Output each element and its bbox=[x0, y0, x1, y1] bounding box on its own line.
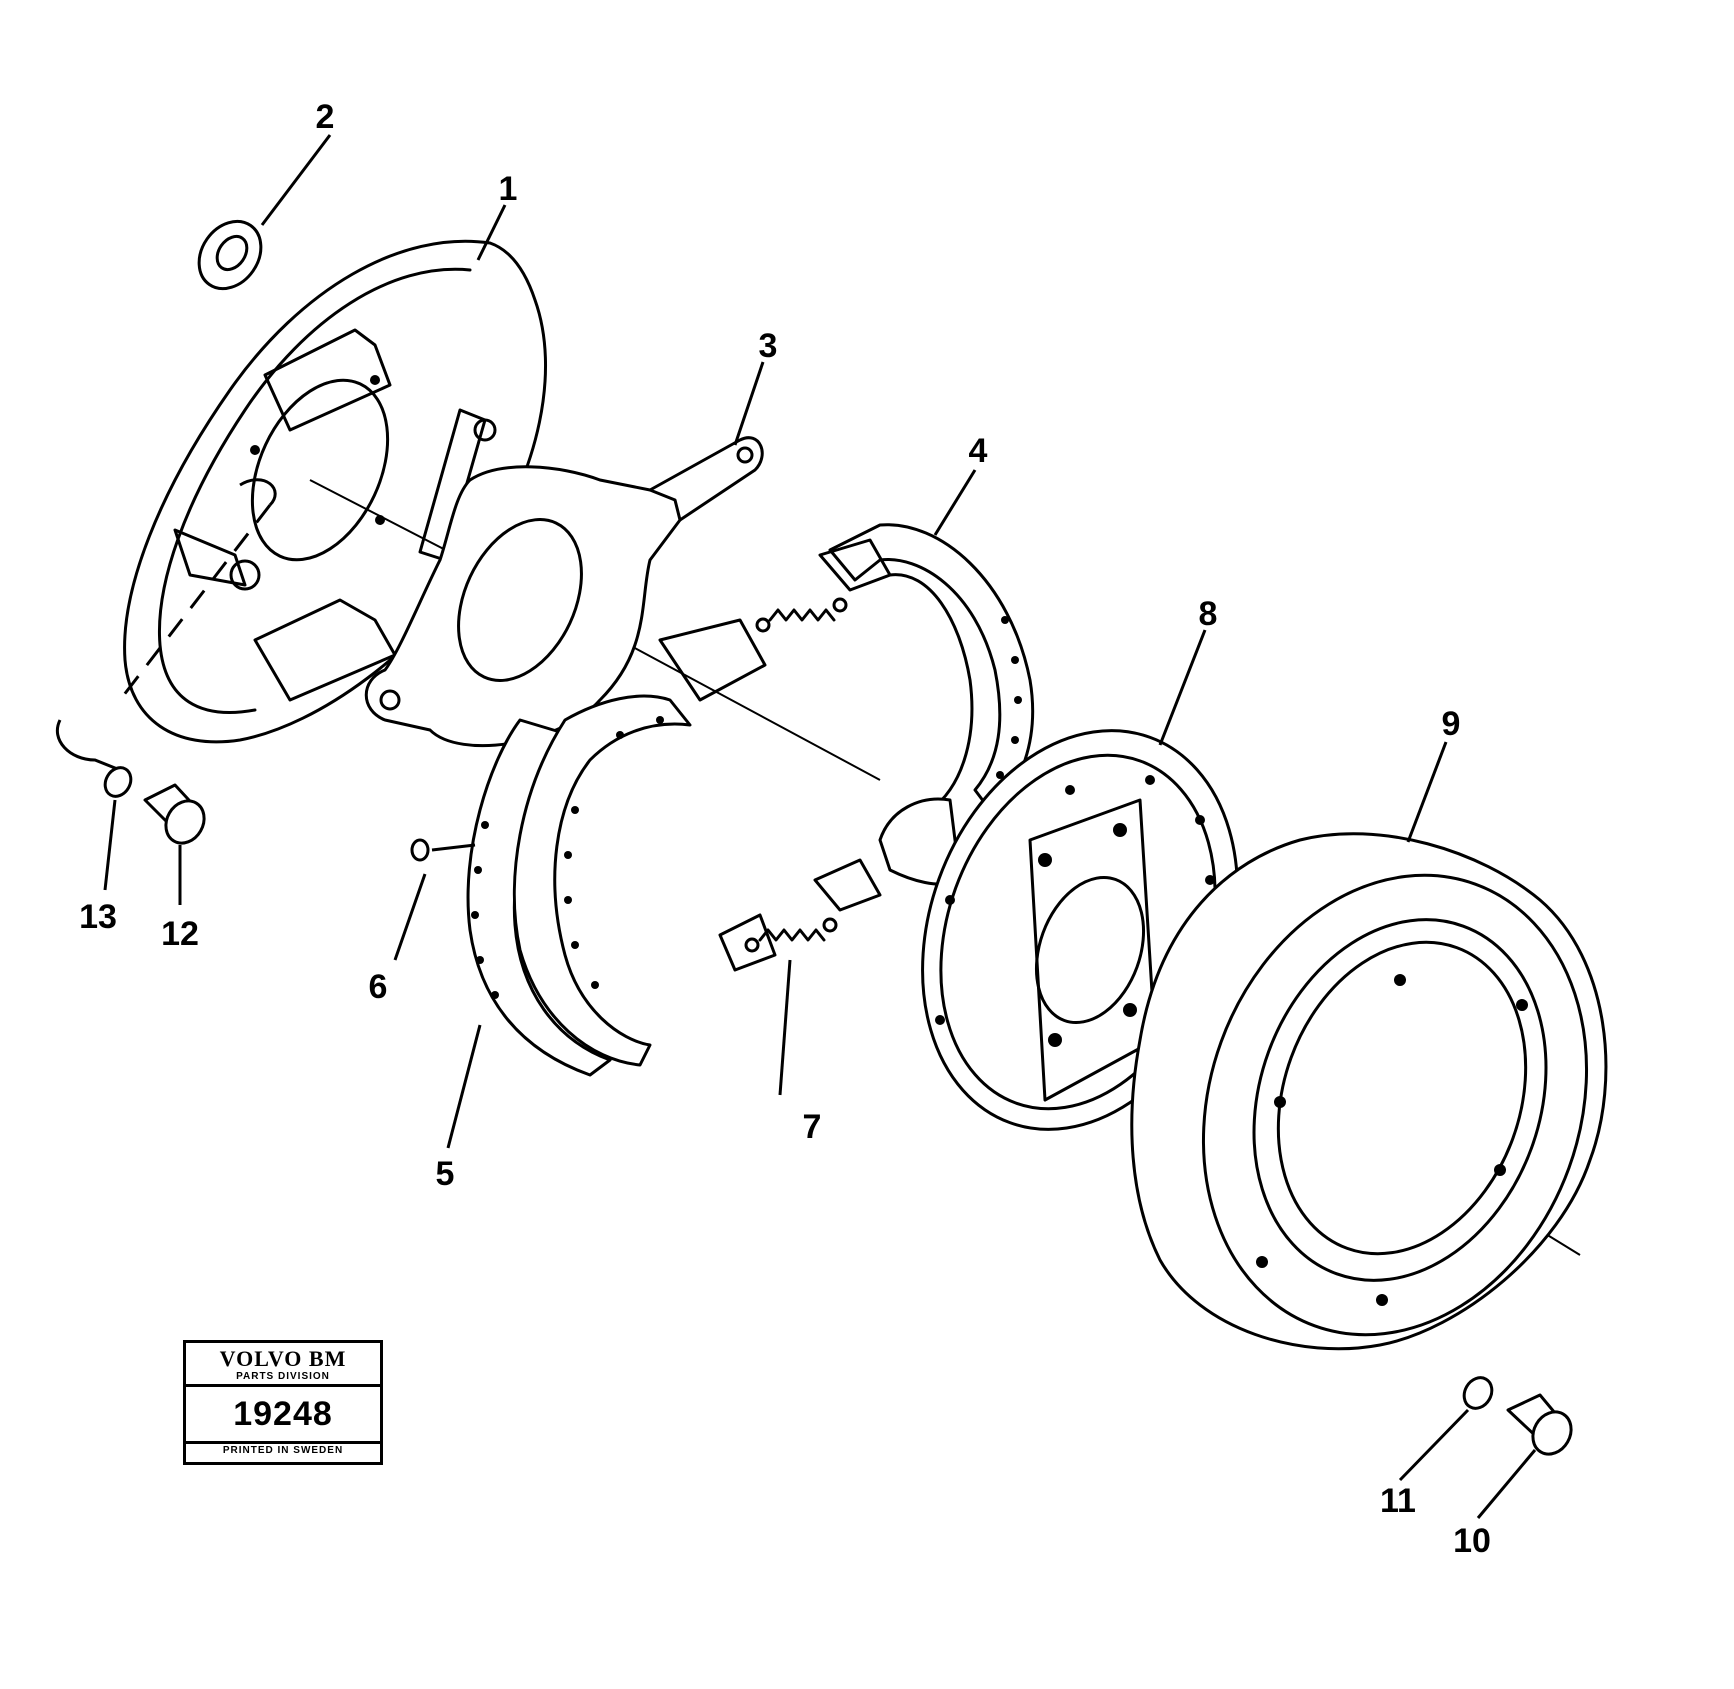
callout-9: 9 bbox=[1442, 705, 1461, 743]
callout-4: 4 bbox=[969, 432, 988, 470]
callout-3: 3 bbox=[759, 327, 778, 365]
callout-2: 2 bbox=[316, 98, 335, 136]
callout-8: 8 bbox=[1199, 595, 1218, 633]
callout-6: 6 bbox=[369, 968, 388, 1006]
part-13-washer bbox=[103, 766, 133, 798]
part-5-outer-shoe bbox=[466, 618, 767, 1077]
callout-1: 1 bbox=[499, 170, 518, 208]
stamp-division: PARTS DIVISION bbox=[186, 1371, 380, 1387]
stamp-number: 19248 bbox=[186, 1387, 380, 1444]
part-10-bolt bbox=[1506, 1393, 1573, 1456]
stamp-printed: PRINTED IN SWEDEN bbox=[222, 1445, 344, 1456]
part-11-washer bbox=[1462, 1376, 1494, 1410]
callout-labels: 2 1 3 4 8 9 13 12 6 7 5 11 10 bbox=[79, 98, 1491, 1560]
callout-5: 5 bbox=[436, 1155, 455, 1193]
part-1-back-plate bbox=[123, 239, 548, 744]
callout-12: 12 bbox=[161, 915, 199, 953]
bolt-path-dashed bbox=[56, 504, 272, 772]
part-6-small-bolt bbox=[410, 838, 476, 862]
callout-11: 11 bbox=[1380, 1482, 1416, 1520]
part-12-bolt bbox=[143, 783, 206, 845]
volvo-bm-stamp: VOLVO BM PARTS DIVISION 19248 PRINTED IN… bbox=[183, 1340, 383, 1465]
stamp-brand: VOLVO BM bbox=[219, 1346, 347, 1371]
part-9-brake-drum bbox=[1130, 832, 1608, 1351]
callout-13: 13 bbox=[79, 898, 117, 936]
callout-7: 7 bbox=[803, 1108, 822, 1146]
callout-10: 10 bbox=[1453, 1522, 1491, 1560]
part-3-lever-plate bbox=[364, 436, 764, 748]
leader-lines bbox=[103, 134, 1537, 1519]
part-7-springs bbox=[744, 597, 848, 953]
part-2-seal-ring bbox=[197, 219, 263, 291]
